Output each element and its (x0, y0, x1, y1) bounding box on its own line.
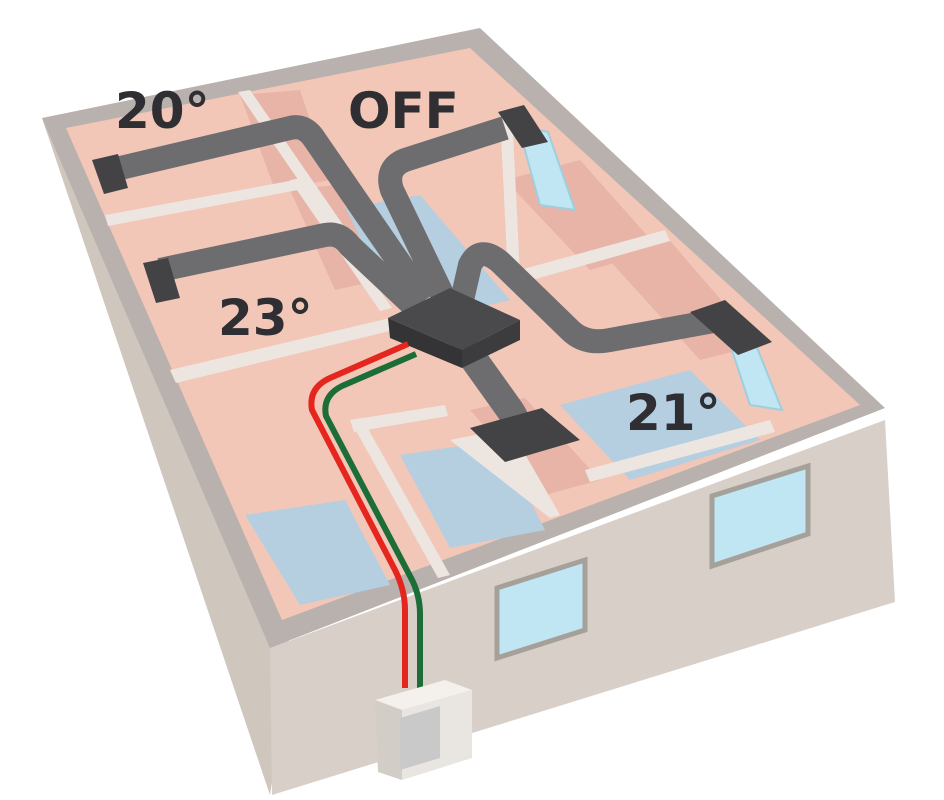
outdoor-unit-top (375, 680, 472, 710)
partition-lower-left (350, 405, 448, 432)
cool-floor-bottom-left (245, 500, 390, 605)
zone-labels: 20° OFF 23° 21° (115, 82, 721, 442)
duct-to-right (450, 242, 733, 354)
duct-to-top-right (378, 116, 509, 306)
refrigerant-line-red (308, 341, 410, 688)
air-handler-unit (388, 288, 520, 368)
zone-label-middle-left: 23° (218, 289, 313, 347)
air-handler-top (388, 288, 520, 350)
exterior-windows (494, 462, 811, 662)
outdoor-unit-panel (400, 706, 440, 770)
vent-top-left (92, 154, 128, 194)
partition-lower-vertical (350, 418, 450, 578)
vent-bottom-register (470, 408, 580, 462)
cool-floor-right (560, 370, 760, 480)
duct-vents (92, 105, 772, 462)
duct-to-top-left (109, 115, 435, 307)
partition-center-lower (450, 428, 560, 518)
zone-label-top-middle: OFF (348, 82, 459, 140)
left-exterior-wall (42, 118, 292, 795)
partition-right-horizontal (520, 230, 670, 282)
duct-to-middle-left (157, 222, 429, 321)
zone-label-right: 21° (626, 384, 721, 442)
exterior-window-front-left (494, 556, 588, 662)
partition-bottom-right (585, 420, 775, 482)
ductwork (109, 115, 733, 440)
partition-right-upper (500, 112, 520, 278)
outdoor-unit (375, 680, 472, 780)
partition-middle-horizontal (170, 318, 394, 383)
exterior-window-front-right (709, 462, 811, 570)
outdoor-unit-front (375, 700, 402, 780)
refrigerant-line-green (322, 351, 423, 688)
zone-label-top-left: 20° (115, 82, 210, 140)
partition-upper-horizontal (105, 180, 298, 226)
vent-top-right (498, 105, 548, 148)
air-handler-front (388, 318, 462, 368)
refrigerant-lines (308, 341, 423, 688)
air-handler-side (462, 320, 520, 368)
vent-right (690, 300, 772, 355)
vent-middle-left (143, 258, 180, 303)
